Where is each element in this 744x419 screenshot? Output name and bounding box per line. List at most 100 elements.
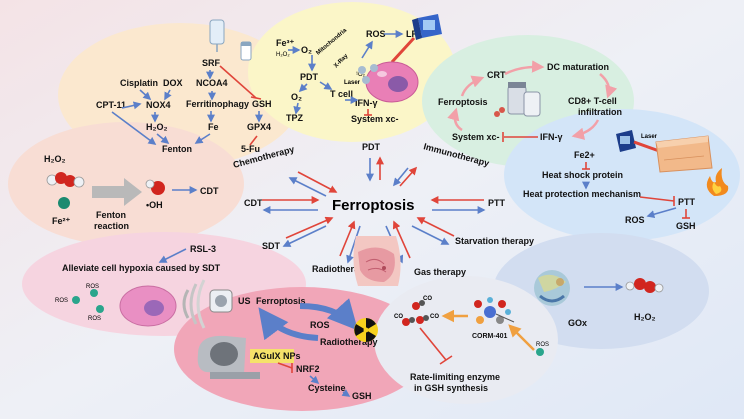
immuno-cd8: CD8+ T-cell — [568, 96, 617, 106]
chemo-dox: DOX — [163, 78, 183, 88]
fe2-ion-icon — [58, 197, 70, 209]
hub-starvation: Starvation therapy — [455, 236, 534, 246]
starvation-h2o2: H₂O₂ — [634, 312, 656, 322]
chemo-fe: Fe — [208, 122, 219, 132]
pdt-ifn: IFN-γ — [355, 98, 378, 108]
gas-orange-arrow-ros — [508, 324, 535, 351]
ptt-fe2: Fe2+ — [574, 150, 595, 160]
hydroxyl-radical-icon — [145, 179, 165, 195]
hub-ptt: PTT — [488, 198, 506, 208]
immuno-dc-maturation: DC maturation — [547, 62, 609, 72]
nanoparticles-icon — [358, 64, 378, 84]
chemo-5fu: 5-Fu — [241, 144, 260, 154]
radio-arrows — [277, 362, 351, 397]
hub-cdt: CDT — [244, 198, 263, 208]
chemo-fenton: Fenton — [162, 144, 192, 154]
radio-ros: ROS — [310, 320, 330, 330]
fenton-arrow-icon — [92, 178, 142, 206]
gox-enzyme-icon — [534, 270, 570, 306]
hub-radiotherapy: Radiotherapy — [312, 264, 370, 274]
chemo-nox4: NOX4 — [146, 100, 171, 110]
flame-icon — [706, 168, 729, 196]
gas-rate-limiting-2: in GSH synthesis — [414, 383, 488, 393]
pdt-tcell: T cell — [330, 89, 353, 99]
sdt-us: US — [238, 296, 251, 306]
breast-anatomy-icon — [353, 236, 401, 286]
h2o2-molecule-icon — [46, 172, 85, 188]
ptt-heat-protection: Heat protection mechanism — [523, 189, 641, 199]
pdt-laser: Laser — [344, 80, 361, 86]
starvation-h2o2-icon — [625, 278, 664, 293]
pdt-singlet-o2: ¹O₂ — [356, 72, 366, 78]
ptt-ptt: PTT — [678, 197, 696, 207]
pdt-o2: O₂ — [301, 45, 312, 55]
immuno-ferroptosis: Ferroptosis — [438, 97, 488, 107]
cdt-h2o2: H₂O₂ — [44, 154, 66, 164]
radio-ferroptosis: Ferroptosis — [256, 296, 306, 306]
corm401-molecule-icon — [474, 297, 515, 324]
pdt-arrows — [288, 30, 404, 116]
pdt-ros: ROS — [366, 29, 386, 39]
sdt-ros-1: ROS — [55, 298, 68, 304]
co-molecules-icon — [402, 300, 429, 326]
radio-curve-arrow-right — [299, 298, 359, 331]
ptt-laser-label: Laser — [641, 134, 658, 140]
radio-nrf2: NRF2 — [296, 364, 320, 374]
hub-pdt: PDT — [362, 142, 381, 152]
radio-cysteine: Cysteine — [308, 383, 346, 393]
pdt-fe3: Fe³⁺ — [276, 38, 295, 48]
pdt-pdt: PDT — [300, 72, 319, 82]
sdt-cell-icon — [119, 285, 177, 327]
gas-corm401: CORM-401 — [472, 333, 508, 340]
sdt-ros-2: ROS — [86, 284, 99, 290]
cdt-label: CDT — [200, 186, 219, 196]
chemo-cisplatin: Cisplatin — [120, 78, 158, 88]
ptt-ros: ROS — [625, 215, 645, 225]
gas-ros-particle-icon — [536, 348, 544, 356]
gas-co-3: CO — [430, 314, 439, 320]
gas-co-2: CO — [394, 314, 403, 320]
gas-co-1: CO — [423, 296, 432, 302]
chemo-srf: SRF — [202, 58, 221, 68]
center-title: Ferroptosis — [332, 197, 415, 214]
sdt-rsl3-arrow — [158, 248, 187, 263]
laser-beam-icon — [390, 36, 416, 64]
ptt-heat-shock-protein: Heat shock protein — [542, 170, 623, 180]
ultrasound-probe-icon — [209, 289, 233, 313]
radio-agulx: AGuIX NPs — [253, 351, 301, 361]
gas-inhibit-bar — [439, 355, 453, 365]
chemo-gsh: GSH — [252, 99, 272, 109]
immuno-crt: CRT — [487, 70, 506, 80]
cdt-oh: •OH — [146, 200, 163, 210]
chemo-ferritinophagy: Ferritinophagy — [186, 99, 249, 109]
ptt-arrows — [582, 162, 690, 219]
chemo-cpt11: CPT-11 — [96, 100, 126, 110]
skin-tissue-icon — [655, 135, 713, 173]
sdt-rsl3: RSL-3 — [190, 244, 216, 254]
ros-particles-icon — [72, 289, 104, 313]
chemo-vial-icon — [240, 41, 252, 61]
immuno-arrows — [447, 60, 618, 142]
gas-ros: ROS — [536, 342, 549, 348]
ultrasound-waves-icon — [182, 279, 206, 329]
ptt-gsh: GSH — [676, 221, 696, 231]
gas-rate-limiting-1: Rate-limiting enzyme — [410, 372, 500, 382]
sdt-hypoxia: Alleviate cell hypoxia caused by SDT — [62, 263, 221, 273]
laser-device-icon — [412, 14, 442, 40]
cdt-fe2: Fe²⁺ — [52, 216, 71, 226]
hub-sdt: SDT — [262, 241, 281, 251]
chemo-h2o2: H₂O₂ — [146, 122, 168, 132]
pdt-tpz: TPZ — [286, 113, 304, 123]
sdt-ros-3: ROS — [88, 316, 101, 322]
immuno-systemxc: System xc- — [452, 132, 500, 142]
cdt-reaction: reaction — [94, 221, 129, 231]
radio-gsh: GSH — [352, 391, 372, 401]
chemo-iv-bag-icon — [209, 19, 225, 52]
radiation-symbol-icon — [354, 318, 378, 342]
starvation-gox: GOx — [568, 318, 587, 328]
immuno-infiltration: infiltration — [578, 107, 622, 117]
pdt-systemxc: System xc- — [351, 114, 399, 124]
radio-radiotherapy: Radiotherapy — [320, 337, 378, 347]
